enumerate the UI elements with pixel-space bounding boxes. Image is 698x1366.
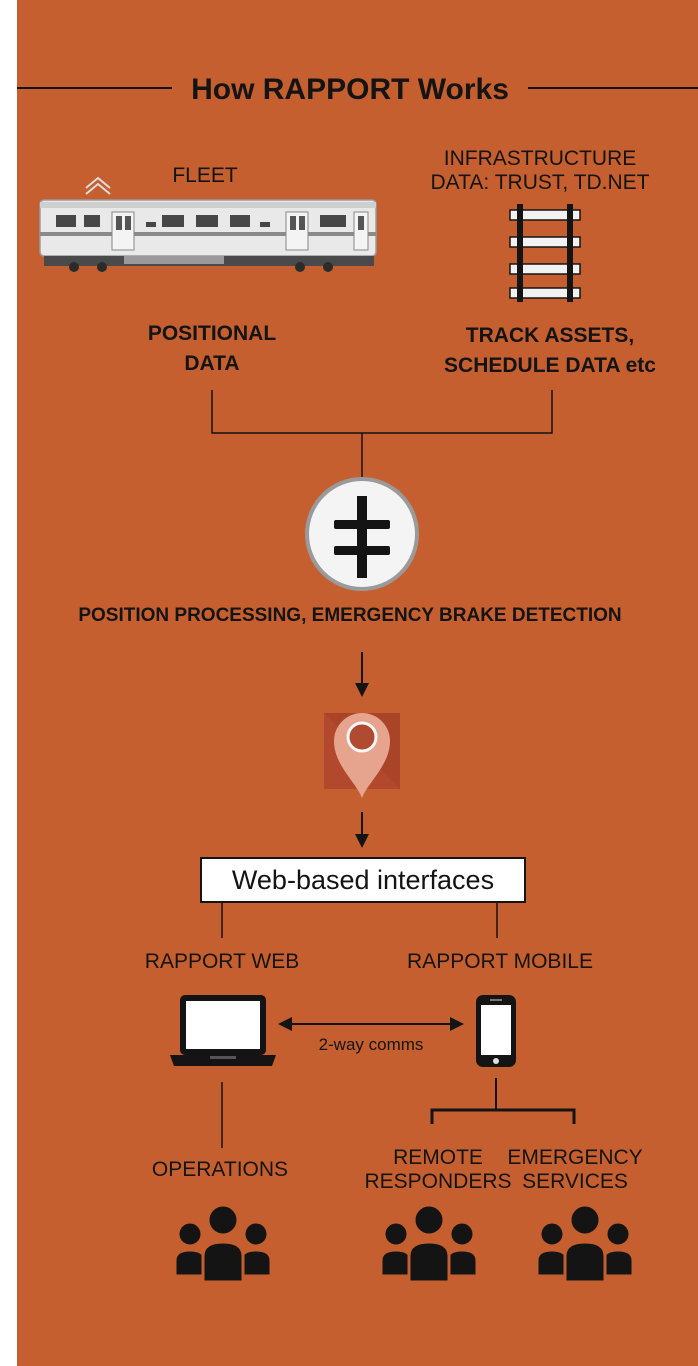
mobile-bracket — [430, 1108, 576, 1124]
people-icon — [535, 1203, 635, 1284]
arrow-to-pin-head — [355, 683, 369, 697]
laptop-icon — [170, 995, 276, 1066]
sources-bracket — [211, 390, 553, 434]
page-title: How RAPPORT Works — [191, 73, 509, 106]
rapport-mobile-label: RAPPORT MOBILE — [407, 950, 593, 973]
people-icon — [173, 1203, 273, 1284]
phone-icon — [476, 995, 516, 1067]
train-icon — [39, 176, 377, 272]
interfaces-box — [200, 857, 526, 903]
two-way-comms-label: 2-way comms — [318, 1035, 424, 1054]
location-pin-icon — [324, 713, 400, 798]
interfaces-label: Web-based interfaces — [231, 865, 495, 895]
remote-responders-label: REMOTE RESPONDERS — [364, 1146, 512, 1193]
people-icon — [379, 1203, 479, 1284]
two-way-arrow — [278, 1017, 464, 1031]
arrow-to-interfaces-head — [355, 834, 369, 848]
processing-label: POSITION PROCESSING, EMERGENCY BRAKE DET… — [78, 605, 622, 626]
fleet-label: FLEET — [172, 164, 238, 187]
emergency-services-label: EMERGENCY SERVICES — [507, 1146, 643, 1193]
processing-icon — [305, 477, 419, 591]
infrastructure-label: INFRASTRUCTURE DATA: TRUST, TD.NET — [430, 147, 650, 195]
rapport-web-label: RAPPORT WEB — [144, 950, 300, 973]
operations-label: OPERATIONS — [151, 1158, 289, 1181]
track-assets-label: TRACK ASSETS, SCHEDULE DATA etc — [444, 324, 656, 377]
track-icon — [509, 204, 581, 302]
positional-data-label: POSITIONAL DATA — [147, 322, 277, 375]
